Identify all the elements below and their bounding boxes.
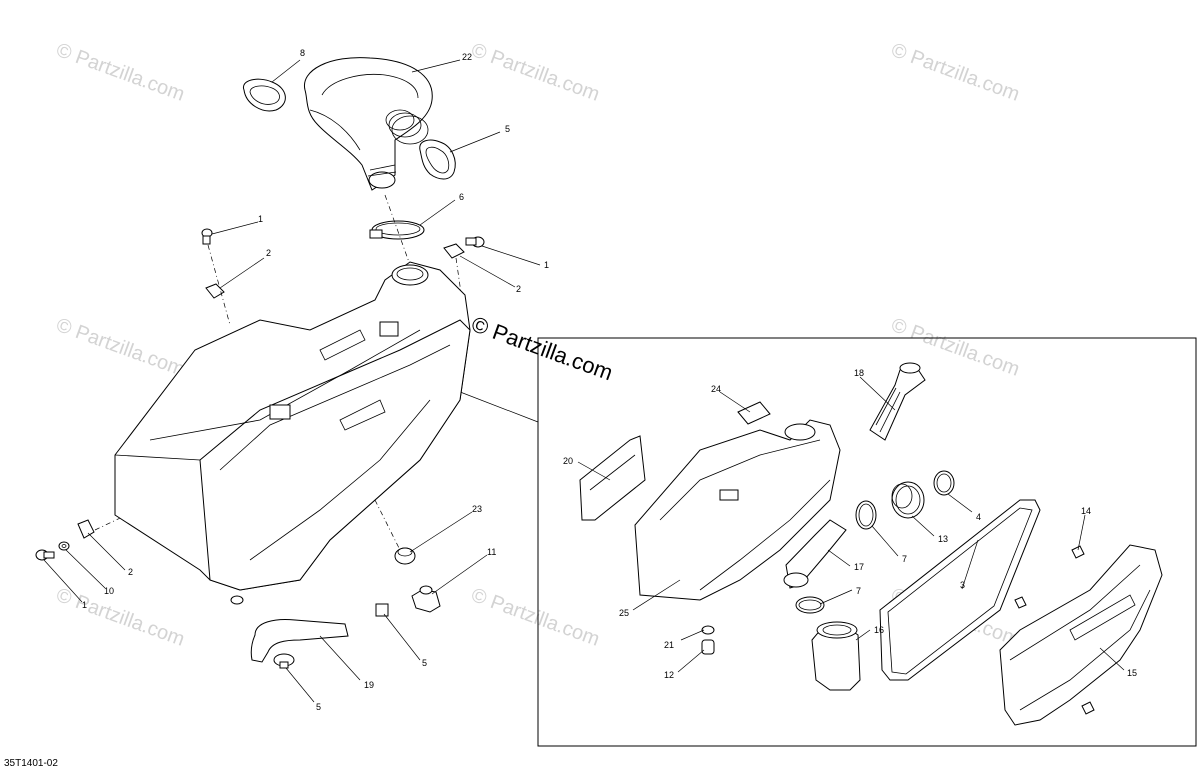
watermark: © Partzilla.com	[53, 584, 187, 651]
callout-label: 18	[854, 368, 864, 378]
callout-label: 10	[104, 586, 114, 596]
screw-1-right[interactable]	[465, 236, 485, 248]
callout-label: 2	[516, 284, 521, 294]
filter-16[interactable]	[811, 621, 861, 691]
callout-label: 2	[266, 248, 271, 258]
intake-hose-22[interactable]	[304, 57, 433, 191]
watermark: © Partzilla.com	[468, 584, 602, 651]
callout-label: 5	[422, 658, 427, 668]
callout-label: 25	[619, 608, 629, 618]
callout-label: 23	[472, 504, 482, 514]
clamp-7-lower[interactable]	[795, 596, 825, 614]
callout-label: 11	[487, 547, 496, 557]
callout-label: 19	[364, 680, 374, 690]
gasket-3[interactable]	[879, 499, 1041, 681]
detail-frame	[537, 337, 1197, 747]
callout-label: 6	[459, 192, 464, 202]
detail-connector-line	[454, 389, 539, 423]
cover-15[interactable]	[999, 544, 1163, 726]
callout-label: 8	[300, 48, 305, 58]
elbow-11[interactable]	[411, 585, 441, 613]
clamp-5-lower[interactable]	[273, 653, 295, 669]
leader-lines	[43, 59, 1125, 703]
callout-label: 21	[664, 640, 674, 650]
diagram-code: 35T1401-02	[4, 758, 58, 769]
callout-label: 1	[258, 214, 263, 224]
callout-label: 16	[874, 625, 884, 635]
alignment-line	[384, 194, 411, 266]
clamp-7-upper[interactable]	[855, 500, 877, 530]
cap-12[interactable]	[701, 639, 715, 655]
callout-label: 2	[128, 567, 133, 577]
hose-18[interactable]	[869, 362, 926, 441]
callout-label: 3	[960, 580, 965, 590]
label-24[interactable]	[737, 401, 771, 425]
callout-label: 14	[1081, 506, 1091, 516]
nut-2-lower[interactable]	[77, 519, 95, 539]
callout-label: 24	[711, 384, 721, 394]
callout-label: 1	[82, 600, 87, 610]
callout-labels: 8 22 5 6 1 2 1 2 2 10 1 23 11 5 19 5 24 …	[82, 48, 1137, 712]
clamp-4[interactable]	[933, 470, 955, 496]
nut-2-right[interactable]	[443, 243, 465, 259]
callout-label: 17	[854, 562, 864, 572]
callout-label: 5	[316, 702, 321, 712]
hose-17[interactable]	[783, 519, 847, 589]
clamp-8[interactable]	[242, 78, 286, 112]
callout-label: 7	[856, 586, 861, 596]
callout-label: 5	[505, 124, 510, 134]
screw-1-lower[interactable]	[35, 549, 55, 561]
watermark: © Partzilla.com	[888, 39, 1022, 106]
clamp-5-middle[interactable]	[375, 603, 389, 617]
callout-label: 15	[1127, 668, 1137, 678]
clamp-5-top[interactable]	[419, 139, 456, 180]
foam-20[interactable]	[579, 435, 646, 521]
watermark: © Partzilla.com	[468, 39, 602, 106]
clip-14[interactable]	[1014, 545, 1095, 715]
washer-10[interactable]	[58, 541, 70, 551]
callout-label: 4	[976, 512, 981, 522]
callout-label: 12	[664, 670, 674, 680]
screw-1-left[interactable]	[201, 228, 213, 245]
callout-label: 1	[544, 260, 549, 270]
callout-label: 22	[462, 52, 472, 62]
housing-25[interactable]	[634, 419, 841, 601]
watermark: © Partzilla.com	[53, 314, 187, 381]
callout-label: 7	[902, 554, 907, 564]
clamp-6[interactable]	[369, 220, 425, 240]
airbox-housing[interactable]	[114, 261, 471, 605]
clamp-21[interactable]	[701, 625, 715, 635]
callout-label: 13	[938, 534, 948, 544]
callout-label: 20	[563, 456, 573, 466]
main-watermark: © Partzilla.com	[468, 311, 616, 385]
alignment-line	[374, 499, 401, 551]
coupling-13[interactable]	[891, 481, 925, 519]
drain-hose-19[interactable]	[250, 619, 349, 663]
nut-2-left[interactable]	[205, 283, 225, 299]
alignment-line	[207, 244, 231, 326]
watermark: © Partzilla.com	[53, 39, 187, 106]
